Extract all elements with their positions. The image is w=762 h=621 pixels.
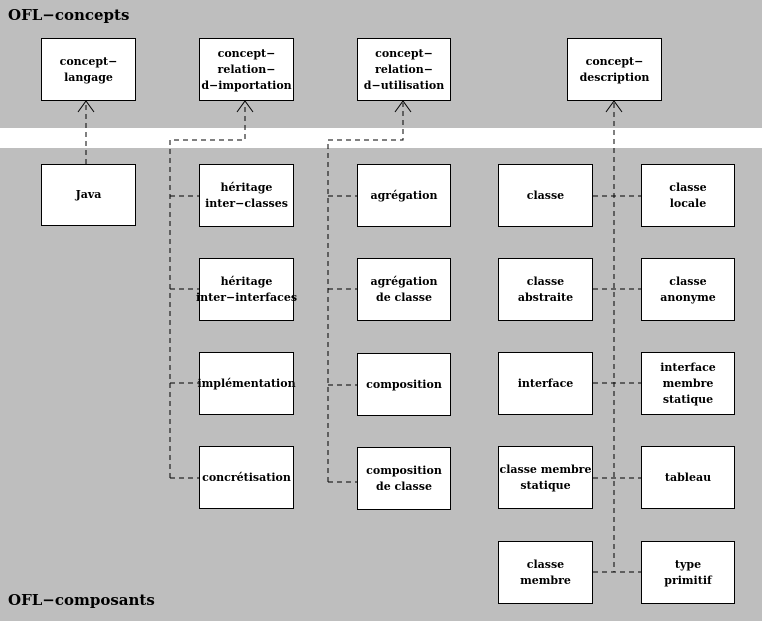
arrowhead-importation — [236, 100, 254, 113]
agregation-box: agrégation — [357, 164, 451, 227]
concept-description-box: concept− description — [567, 38, 662, 101]
java-box: Java — [41, 164, 136, 226]
link-utilisation-spine — [327, 103, 404, 482]
classe-locale-box: classe locale — [641, 164, 735, 227]
classe-membre-box: classe membre — [498, 541, 593, 604]
type-primitif-box: type primitif — [641, 541, 735, 604]
tableau-box: tableau — [641, 446, 735, 509]
arrowhead-description — [605, 100, 623, 113]
classe-box: classe — [498, 164, 593, 227]
concept-relation-utilisation-box: concept− relation− d−utilisation — [357, 38, 451, 101]
heritage-inter-classes-box: héritage inter−classes — [199, 164, 294, 227]
implementation-box: implémentation — [197, 352, 296, 415]
agregation-de-classe-box: agrégation de classe — [357, 258, 451, 321]
concept-langage-box: concept− langage — [41, 38, 136, 101]
concretisation-box: concrétisation — [199, 446, 294, 509]
composition-box: composition — [357, 353, 451, 416]
ofl-composants-title: OFL−composants — [8, 591, 155, 609]
arrowhead-utilisation — [394, 100, 412, 113]
concept-relation-importation-box: concept− relation− d−importation — [199, 38, 294, 101]
classe-membre-statique-box: classe membre statique — [498, 446, 593, 509]
composition-de-classe-box: composition de classe — [357, 447, 451, 510]
classe-abstraite-box: classe abstraite — [498, 258, 593, 321]
classe-anonyme-box: classe anonyme — [641, 258, 735, 321]
interface-membre-statique-box: interface membre statique — [641, 352, 735, 415]
arrowhead-langage — [77, 100, 95, 113]
heritage-inter-interfaces-box: héritage inter−interfaces — [196, 258, 297, 321]
ofl-concepts-title: OFL−concepts — [8, 6, 130, 24]
interface-box: interface — [498, 352, 593, 415]
